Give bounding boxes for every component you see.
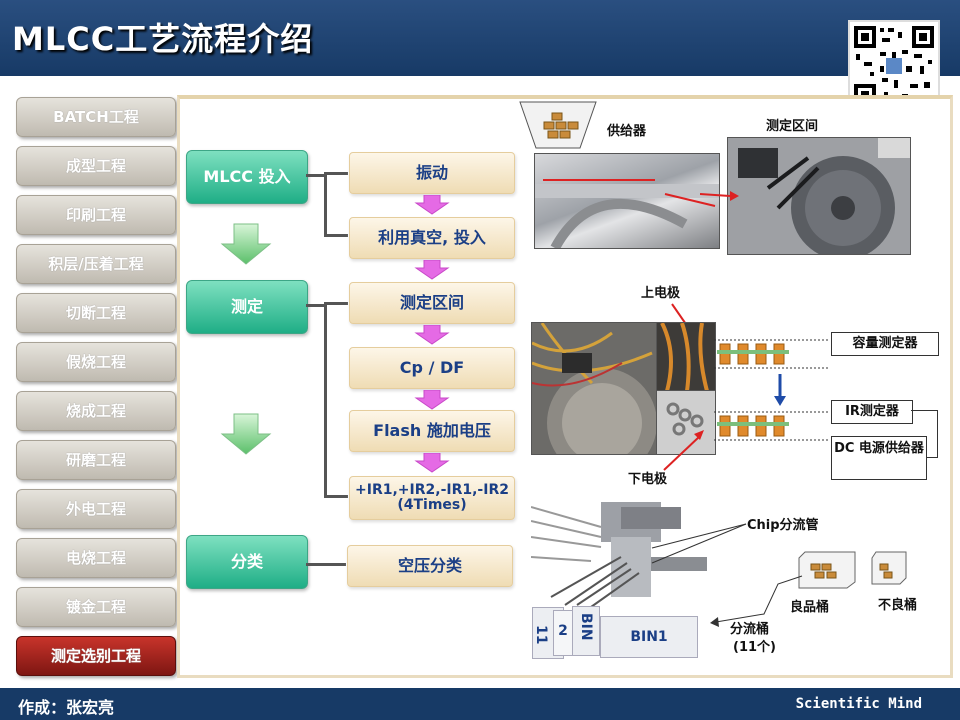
- sidebar-item-cutting[interactable]: 切断工程: [16, 293, 176, 333]
- bin-2: 2: [553, 610, 573, 656]
- down-arrow-icon: [414, 325, 450, 345]
- capacitance-meter-box: 容量测定器: [831, 332, 939, 356]
- stage-mlcc-input: MLCC 投入: [186, 150, 308, 204]
- sidebar-item-measure-sort[interactable]: 测定选别工程: [16, 636, 176, 676]
- step-vacuum-input: 利用真空, 投入: [349, 217, 515, 259]
- chip-closeup-photo: [656, 390, 716, 455]
- connector-line: [911, 410, 938, 411]
- header-bar: MLCC工艺流程介绍: [0, 0, 960, 76]
- bad-bin-label: 不良桶: [878, 598, 918, 613]
- down-arrow-icon: [414, 390, 450, 410]
- step-flash-voltage: Flash 施加电压: [349, 410, 515, 452]
- brand-text: Scientific Mind: [795, 696, 922, 712]
- arrow-icon: [700, 191, 739, 201]
- measurement-schematic: [714, 339, 830, 441]
- pointer-line: [651, 523, 747, 564]
- sorting-machine-photo: [531, 497, 711, 609]
- bin-label: BIN: [578, 613, 594, 641]
- connector-line: [306, 563, 346, 566]
- down-arrow-icon: [414, 195, 450, 215]
- connector-line: [306, 304, 326, 307]
- bin-1-label: BIN1: [630, 629, 668, 645]
- author-text: 作成：张宏亮: [18, 698, 115, 717]
- connector-line: [324, 174, 327, 236]
- chip-tube-label: Chip分流管: [747, 518, 819, 533]
- bin-2-label: 2: [558, 623, 568, 639]
- sidebar-item-plating[interactable]: 镀金工程: [16, 587, 176, 627]
- sidebar-item-termination[interactable]: 外电工程: [16, 489, 176, 529]
- pointer-arrow-icon: [710, 575, 803, 627]
- footer-bar: 作成：张宏亮 Scientific Mind: [0, 688, 960, 720]
- bad-bin-image: [871, 551, 907, 585]
- measure-zone-label: 测定区间: [766, 119, 819, 134]
- connector-line: [306, 174, 326, 177]
- arrow-icon: [663, 430, 704, 471]
- electrode-photo: [531, 322, 658, 455]
- step-cp-df: Cp / DF: [349, 347, 515, 389]
- upper-electrode-label: 上电极: [641, 286, 681, 301]
- down-arrow-icon: [220, 223, 272, 265]
- split-bin-count: (11个): [733, 640, 776, 655]
- connector-line: [324, 302, 348, 305]
- step-measure-zone: 测定区间: [349, 282, 515, 324]
- turntable-photo: [727, 137, 911, 255]
- step-air-sort: 空压分类: [347, 545, 513, 587]
- sidebar-item-firing[interactable]: 烧成工程: [16, 391, 176, 431]
- good-bin-image: [798, 551, 856, 589]
- bin-stack: BIN: [572, 606, 600, 656]
- down-arrow-icon: [414, 260, 450, 280]
- sidebar-item-prefiring[interactable]: 假烧工程: [16, 342, 176, 382]
- stage-sort: 分类: [186, 535, 308, 589]
- split-bin-label: 分流桶: [730, 622, 770, 637]
- step-ir-measure: +IR1,+IR2,-IR1,-IR2 (4Times): [349, 476, 515, 520]
- stage-measure: 测定: [186, 280, 308, 334]
- sidebar-item-batch[interactable]: BATCH工程: [16, 97, 176, 137]
- sidebar-item-printing[interactable]: 印刷工程: [16, 195, 176, 235]
- connector-line: [927, 457, 938, 458]
- sidebar-item-forming[interactable]: 成型工程: [16, 146, 176, 186]
- feeder-label: 供给器: [607, 124, 647, 139]
- dc-supply-box: DC 电源供给器: [831, 436, 927, 480]
- down-arrow-icon: [220, 413, 272, 455]
- connector-line: [324, 495, 348, 498]
- ir-meter-box: IR测定器: [831, 400, 913, 424]
- good-bin-label: 良品桶: [790, 600, 830, 615]
- connector-line: [937, 410, 938, 458]
- down-arrow-icon: [414, 453, 450, 473]
- connector-line: [324, 172, 348, 175]
- feeder-photo: [534, 153, 720, 249]
- electrode-closeup-photo: [656, 322, 716, 392]
- bin-1: BIN1: [600, 616, 698, 658]
- lower-electrode-label: 下电极: [628, 472, 668, 487]
- connector-line: [324, 302, 327, 497]
- feeder-hopper-image: [519, 101, 597, 149]
- sidebar-item-electrode-firing[interactable]: 电烧工程: [16, 538, 176, 578]
- connector-line: [324, 234, 348, 237]
- sidebar-item-grinding[interactable]: 研磨工程: [16, 440, 176, 480]
- step-vibration: 振动: [349, 152, 515, 194]
- page-title: MLCC工艺流程介绍: [12, 20, 314, 58]
- sidebar-item-stacking[interactable]: 积层/压着工程: [16, 244, 176, 284]
